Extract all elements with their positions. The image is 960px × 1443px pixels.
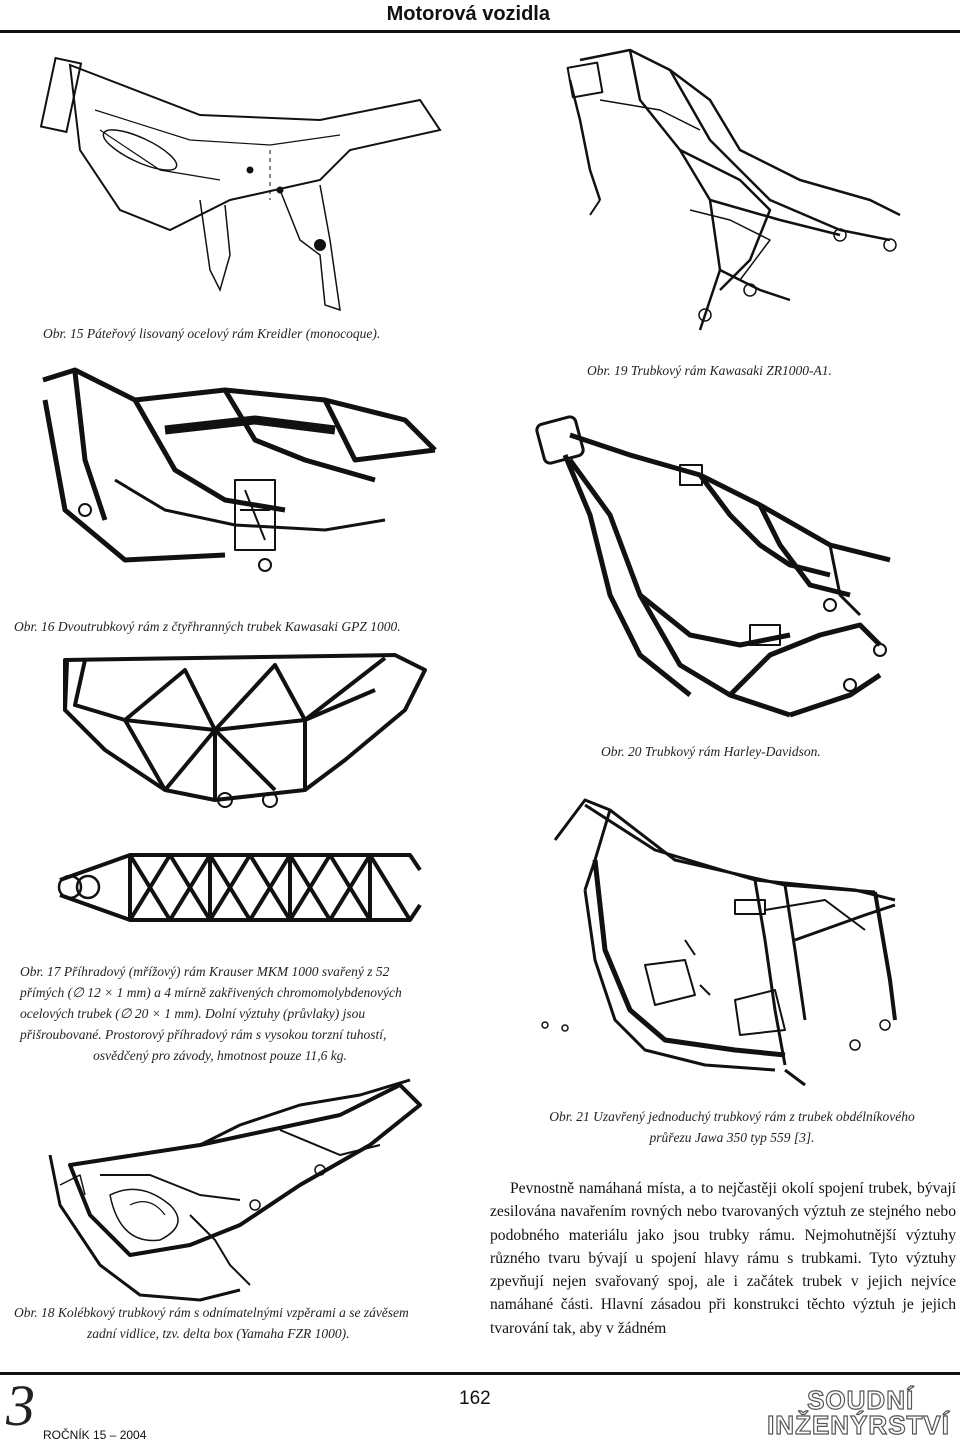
page-header: Motorová vozidla [0,0,960,33]
figure-18-drawing [40,1065,470,1310]
journal-logo-line: SOUDNÍ [806,1385,915,1415]
figure-17-caption-line: přišroubované. Prostorový příhradový rám… [20,1027,387,1042]
figure-21-drawing [535,780,925,1100]
footer-rule [0,1372,960,1375]
figure-17-side-drawing [45,650,445,825]
figure-18-caption-line: zadní vidlice, tzv. delta box (Yamaha FZ… [87,1326,350,1341]
page-number: 162 [459,1388,491,1409]
figure-21-caption-line: Obr. 21 Uzavřený jednoduchý trubkový rám… [549,1109,915,1124]
magazine-logo-digit: 3 [6,1373,35,1438]
header-rule [0,30,960,33]
figure-15-caption: Obr. 15 Páteřový lisovaný ocelový rám Kr… [43,326,381,341]
figure-20-drawing [530,395,910,735]
figure-16-drawing [25,360,455,605]
figure-17-top-drawing [40,825,450,945]
figure-15-drawing [20,40,450,320]
figure-21-caption-line: průřezu Jawa 350 typ 559 [3]. [649,1130,815,1145]
figure-17-caption-line: ocelových trubek (∅ 20 × 1 mm). Dolní vý… [20,1006,366,1021]
figure-20-caption: Obr. 20 Trubkový rám Harley-Davidson. [601,744,821,759]
article-body: Pevnostně namáhaná místa, a to nejčastěj… [490,1177,956,1340]
figure-17-caption-line: Obr. 17 Příhradový (mřížový) rám Krauser… [20,964,390,979]
figure-17-caption-line: osvědčený pro závody, hmotnost pouze 11,… [93,1048,347,1063]
figure-19-caption: Obr. 19 Trubkový rám Kawasaki ZR1000-A1. [587,363,832,378]
issue-label: ROČNÍK 15 – 2004 [43,1428,147,1442]
figure-17-caption: Obr. 17 Příhradový (mřížový) rám Krauser… [20,961,460,1066]
body-paragraph: Pevnostně namáhaná místa, a to nejčastěj… [490,1180,956,1337]
figure-17-caption-line: přímých (∅ 12 × 1 mm) a 4 mírně zakřiven… [20,985,402,1000]
figure-19-drawing [540,40,920,360]
journal-logo-line: INŽENÝRSTVÍ [766,1410,950,1440]
figure-21-caption: Obr. 21 Uzavřený jednoduchý trubkový rám… [522,1106,942,1148]
figure-18-caption-line: Obr. 18 Kolébkový trubkový rám s odnímat… [14,1305,409,1320]
journal-logo: SOUDNÍ INŽENÝRSTVÍ [766,1385,950,1440]
figure-16-caption: Obr. 16 Dvoutrubkový rám z čtyřhranných … [14,619,401,634]
figure-18-caption: Obr. 18 Kolébkový trubkový rám s odnímat… [14,1302,484,1344]
section-title: Motorová vozidla [386,3,550,25]
